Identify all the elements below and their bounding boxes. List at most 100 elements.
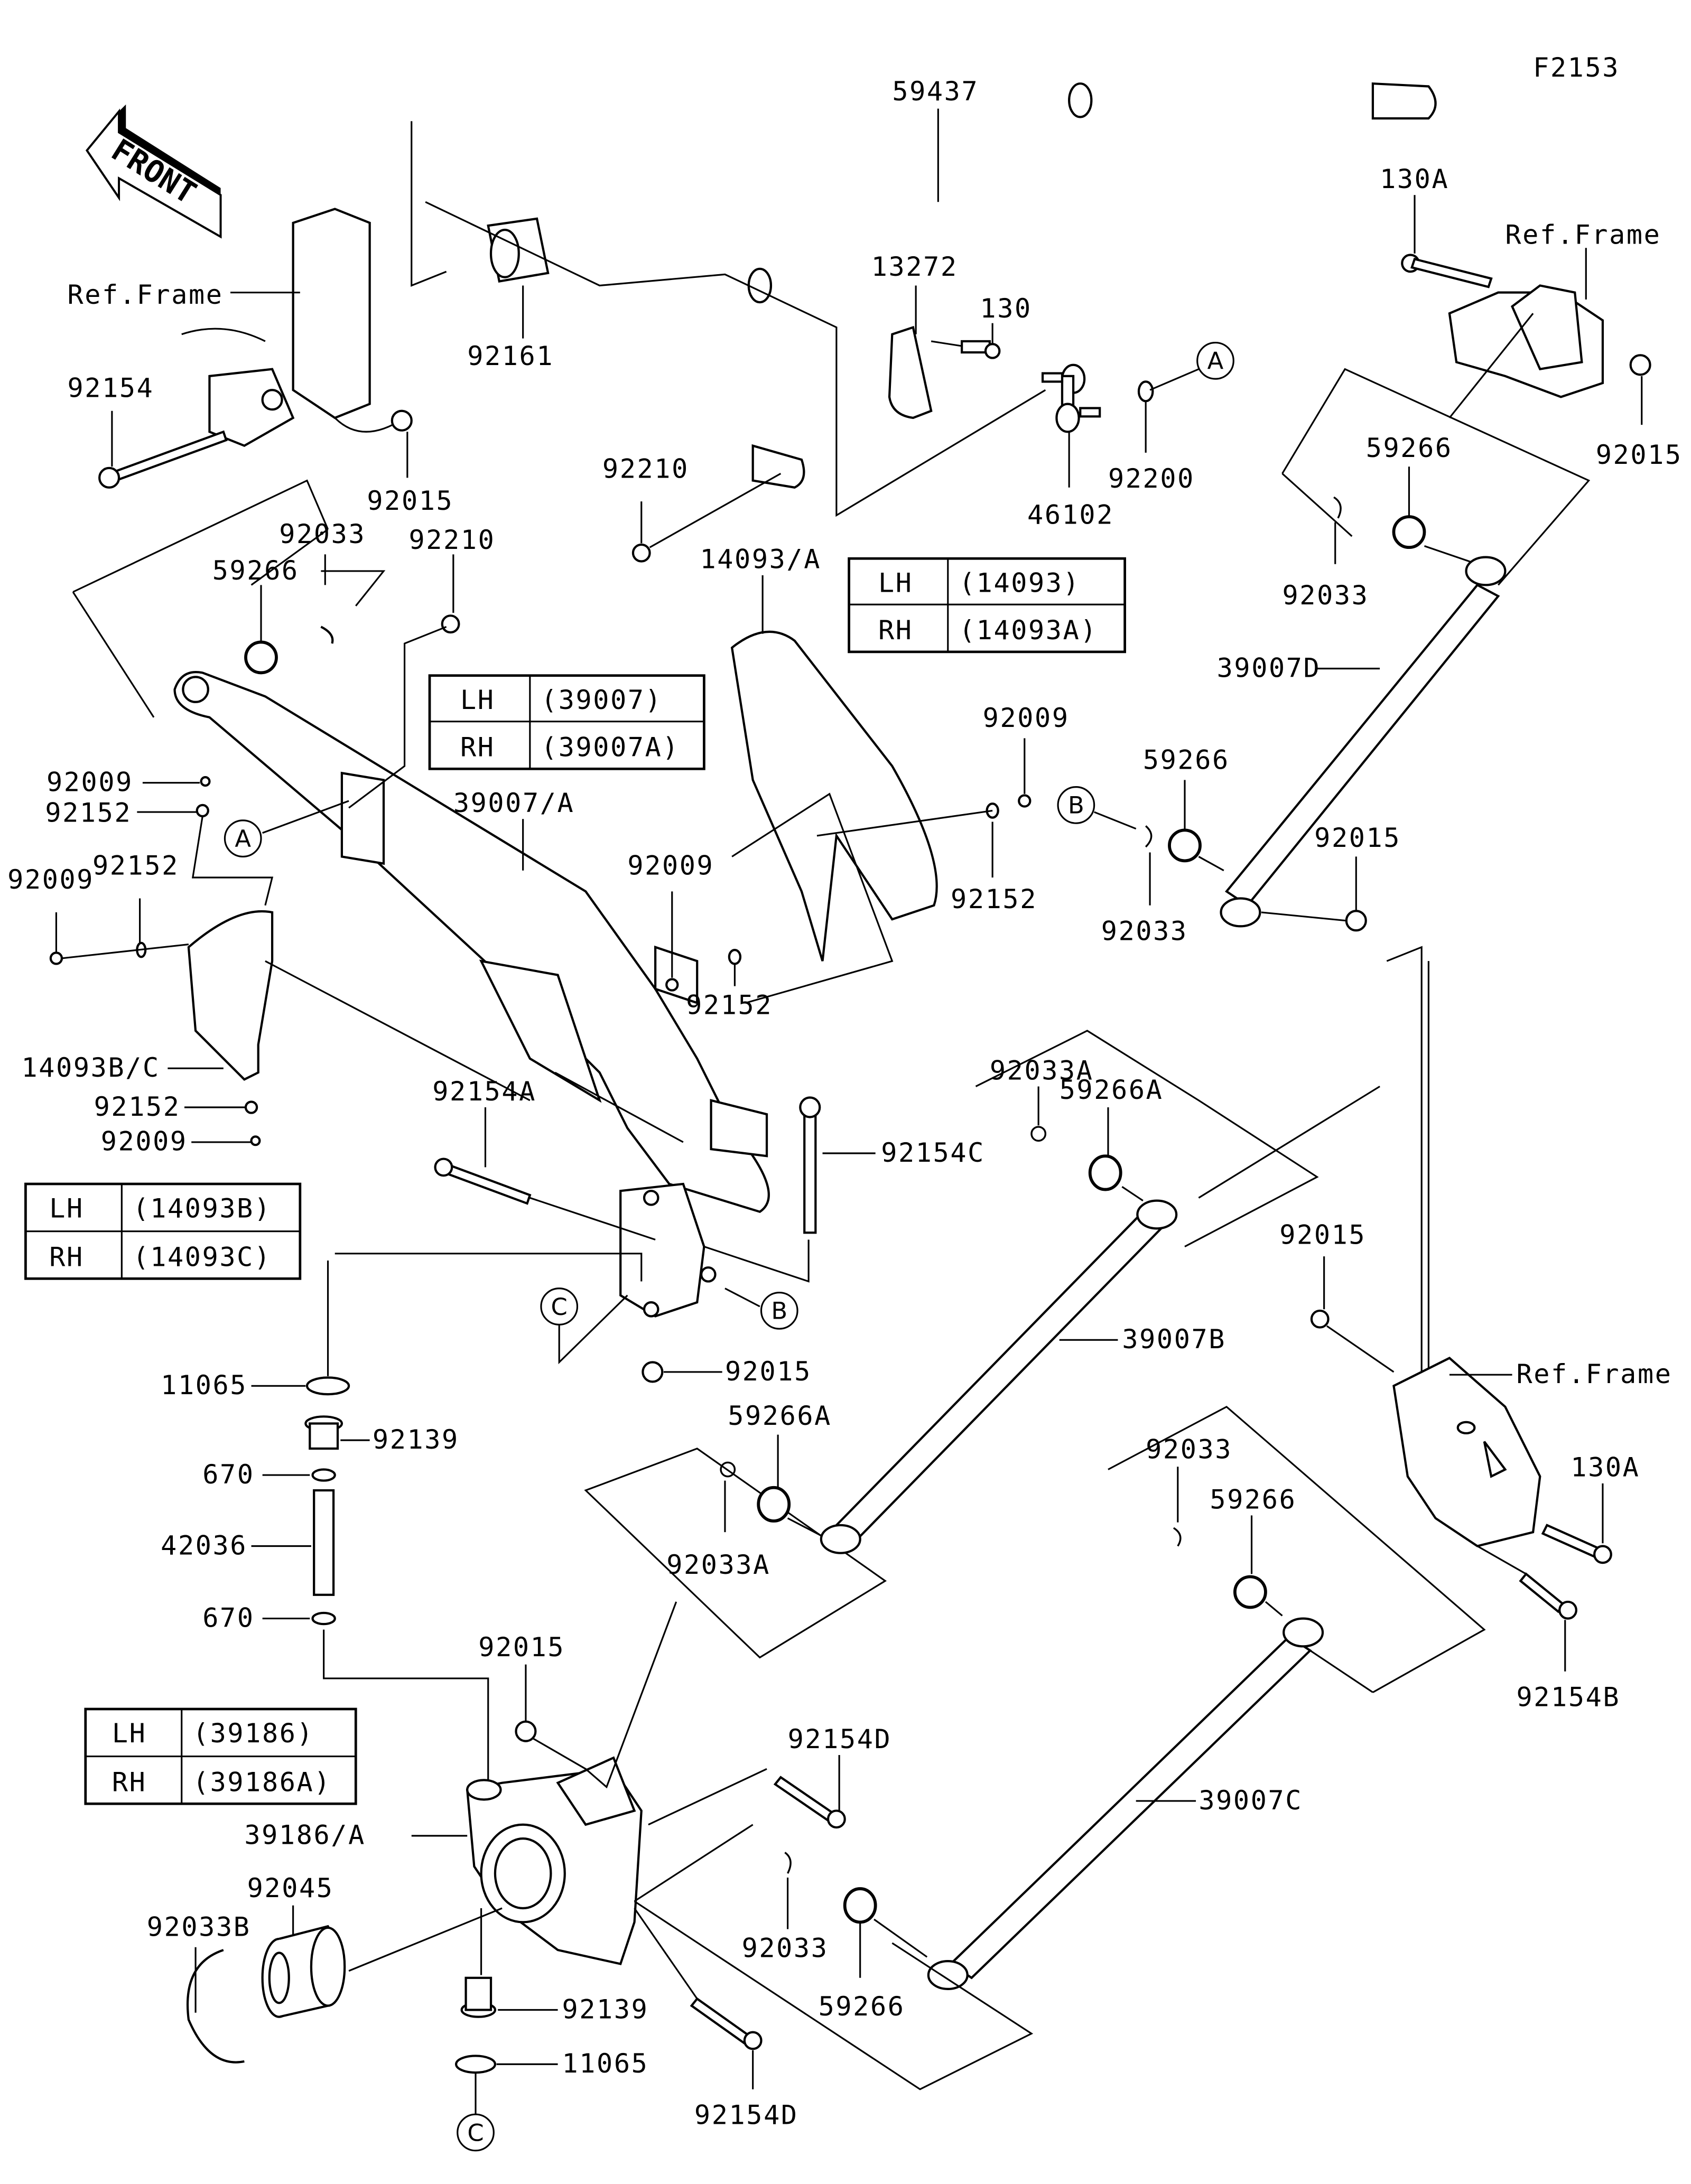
circlip-92033-b[interactable]	[1173, 1527, 1182, 1547]
plate-13272[interactable]	[888, 325, 933, 419]
bolt-92154D-b[interactable]	[690, 1997, 763, 2050]
circlip-92033-mr[interactable]	[1145, 825, 1153, 848]
svg-text:A: A	[1207, 347, 1224, 375]
part-label: 130	[980, 293, 1032, 324]
part-label: 59266A	[1060, 1075, 1164, 1105]
nut-92015-rb[interactable]	[1310, 1309, 1330, 1329]
washer-92152[interactable]	[728, 948, 742, 965]
part-label: 92154B	[1516, 1682, 1620, 1713]
svg-text:(39007): (39007)	[541, 685, 663, 715]
washer-11065[interactable]	[305, 1376, 350, 1396]
bushing-92161[interactable]	[487, 217, 550, 283]
part-label: 92033A	[666, 1550, 770, 1580]
link-39007B[interactable]	[820, 1199, 1178, 1554]
svg-text:LH: LH	[49, 1193, 84, 1224]
oring-670-b[interactable]	[311, 1611, 336, 1626]
oring-670[interactable]	[311, 1468, 336, 1482]
circlip-92033-c[interactable]	[784, 1852, 792, 1874]
bushing-92139-b[interactable]	[460, 1976, 497, 2018]
pin-42036[interactable]	[313, 1489, 335, 1596]
link-39007C[interactable]	[927, 1617, 1324, 1991]
nut-92015-k[interactable]	[515, 1720, 537, 1742]
bushing-59266-mr[interactable]	[1168, 828, 1202, 863]
table-knuckle: LH (39186) RH (39186A)	[84, 1707, 357, 1805]
screw-92009-r[interactable]	[1018, 794, 1032, 808]
part-label: 59266	[1143, 744, 1230, 775]
screw-92009-f[interactable]	[250, 1135, 261, 1146]
bushing-59266A[interactable]	[757, 1486, 791, 1523]
circlip-92033A-top[interactable]	[1030, 1126, 1047, 1142]
svg-text:(14093): (14093)	[959, 568, 1081, 599]
part-label: 92152	[94, 1091, 181, 1122]
knuckle-39186[interactable]	[466, 1756, 643, 1965]
screw-92009[interactable]	[665, 978, 679, 992]
part-label: 92009	[627, 851, 714, 881]
svg-text:B: B	[771, 1297, 787, 1325]
part-label: 92033	[279, 519, 366, 549]
part-label: 92210	[602, 453, 689, 484]
part-label: 59266	[212, 555, 299, 586]
part-label: 92152	[45, 798, 132, 828]
washer-92152-a[interactable]	[196, 804, 209, 818]
mount-bracket	[619, 1182, 717, 1318]
bushing-59266-c[interactable]	[843, 1887, 877, 1924]
svg-text:C: C	[467, 2118, 484, 2146]
bushing-59266A-top[interactable]	[1088, 1154, 1122, 1191]
part-label: 39007B	[1122, 1324, 1226, 1355]
part-label: 11065	[562, 2048, 648, 2079]
svg-text:(14093B): (14093B)	[133, 1193, 271, 1224]
nut-92015-tr[interactable]	[1629, 354, 1651, 376]
bushing-59266-tr[interactable]	[1392, 515, 1426, 549]
washer-92152-f[interactable]	[244, 1100, 258, 1114]
bolt-92154[interactable]	[98, 430, 228, 489]
bolt-92154B[interactable]	[1519, 1572, 1577, 1620]
bolt-92154C[interactable]	[799, 1096, 821, 1234]
guard-14093[interactable]	[730, 630, 938, 962]
part-label: 92045	[247, 1873, 334, 1903]
bushing-59266[interactable]	[244, 640, 278, 675]
nut-92015-c[interactable]	[642, 1361, 664, 1383]
bushing-59266-b[interactable]	[1233, 1575, 1267, 1609]
part-label: 92161	[467, 341, 554, 371]
bushing-92139[interactable]	[304, 1415, 343, 1450]
nut-92210-mid[interactable]	[441, 614, 460, 634]
part-label: 59266	[1366, 433, 1453, 463]
washer-92200[interactable]	[1137, 380, 1154, 403]
link-39007D[interactable]	[1220, 556, 1507, 928]
part-label: 92152	[686, 990, 773, 1020]
bearing-92045[interactable]	[261, 1925, 346, 2018]
part-label: 92015	[367, 486, 453, 516]
nut-92015-mr[interactable]	[1345, 910, 1367, 932]
part-label: 14093B/C	[22, 1052, 160, 1083]
part-label: 39007/A	[453, 788, 575, 818]
svg-text:RH: RH	[112, 1767, 147, 1798]
circlip-92033A[interactable]	[720, 1461, 736, 1478]
screw-92009-a[interactable]	[200, 776, 211, 787]
nut-92015[interactable]	[391, 409, 413, 432]
link-46102[interactable]	[1041, 363, 1101, 433]
callout-b-right: B	[1057, 786, 1095, 824]
svg-text:LH: LH	[112, 1718, 147, 1749]
bolt-130A-top[interactable]	[1401, 254, 1493, 288]
svg-text:LH: LH	[878, 568, 913, 599]
circlip-92033B[interactable]	[186, 1949, 245, 2064]
svg-text:RH: RH	[878, 615, 913, 646]
part-label: 92015	[725, 1356, 812, 1387]
nut-92210[interactable]	[631, 543, 651, 563]
bolt-92154A[interactable]	[434, 1158, 532, 1205]
a-arm-39007[interactable]	[173, 671, 770, 1214]
washer-11065-b[interactable]	[454, 2055, 497, 2074]
part-label: 92210	[408, 525, 495, 555]
callout-a-left: A	[224, 819, 262, 858]
bolt-130[interactable]	[961, 340, 1001, 359]
guard-14093bc[interactable]	[187, 910, 274, 1081]
circlip-92033-tr[interactable]	[1333, 496, 1342, 519]
ref-frame-label-bottom-right: Ref.Frame	[1516, 1359, 1672, 1389]
ref-frame-bracket-left	[181, 208, 405, 447]
svg-text:(39007A): (39007A)	[541, 732, 680, 763]
screw-92009-b[interactable]	[49, 951, 63, 965]
stabilizer-bar[interactable]	[642, 34, 1437, 489]
bolt-130A-b[interactable]	[1541, 1524, 1612, 1564]
bolt-92154D-a[interactable]	[773, 1776, 846, 1829]
